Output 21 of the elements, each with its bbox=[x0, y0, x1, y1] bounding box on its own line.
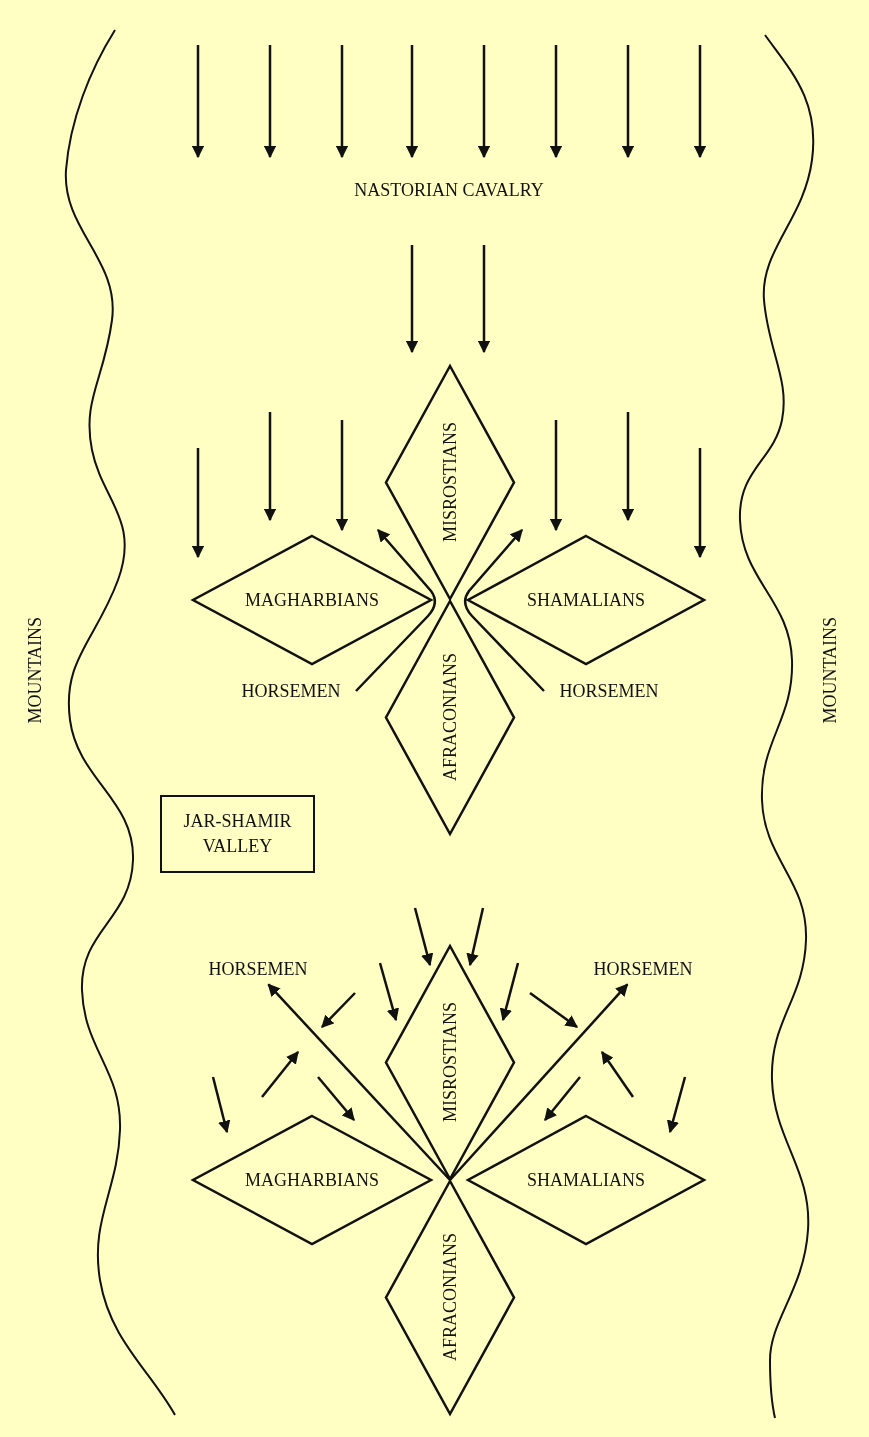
unit-label: HORSEMEN bbox=[593, 960, 693, 978]
unit-name: MAGHARBIANS bbox=[245, 1171, 379, 1189]
place-name-box bbox=[160, 795, 315, 873]
terrain-label: MOUNTAINS bbox=[821, 616, 839, 724]
unit-label: HORSEMEN bbox=[208, 960, 308, 978]
unit-label: HORSEMEN bbox=[241, 682, 341, 700]
unit-name: SHAMALIANS bbox=[527, 591, 645, 609]
arrow bbox=[449, 983, 629, 1181]
unit-name: AFRACONIANS bbox=[441, 1233, 459, 1362]
unit-name: MAGHARBIANS bbox=[245, 591, 379, 609]
unit-name: SHAMALIANS bbox=[527, 1171, 645, 1189]
arrow bbox=[355, 529, 437, 692]
terrain-label: MOUNTAINS bbox=[26, 616, 44, 724]
arrow bbox=[463, 529, 545, 692]
unit-name: MISROSTIANS bbox=[441, 422, 459, 543]
unit-name: JAR-SHAMIR VALLEY bbox=[182, 809, 293, 858]
arrow bbox=[267, 983, 451, 1181]
unit-name: MISROSTIANS bbox=[441, 1002, 459, 1123]
unit-name: AFRACONIANS bbox=[441, 653, 459, 782]
unit-label: HORSEMEN bbox=[559, 682, 659, 700]
unit-label: NASTORIAN CAVALRY bbox=[354, 181, 544, 199]
